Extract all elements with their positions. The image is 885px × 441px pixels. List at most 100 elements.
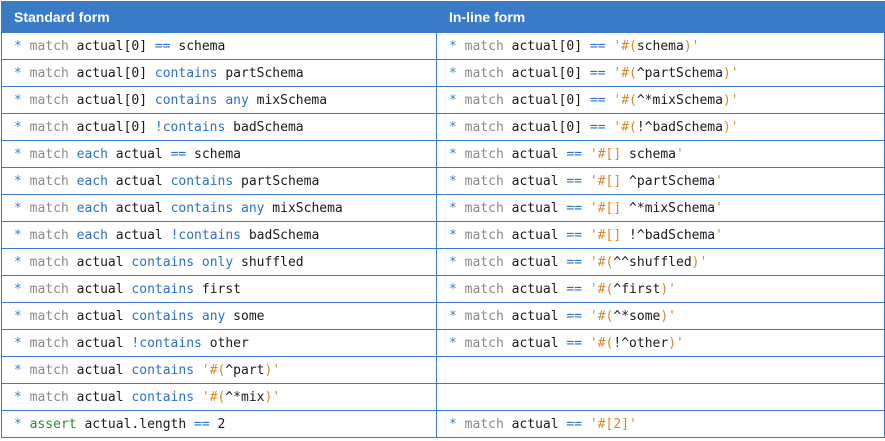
standard-form-cell: * match actual !contains other — [1, 329, 437, 357]
code-token — [69, 201, 77, 216]
keyword-token: match — [29, 362, 69, 378]
bullet-marker: * — [449, 173, 465, 189]
code-token: actual — [503, 200, 567, 216]
string-token: )' — [660, 308, 677, 324]
keyword-token: match — [29, 92, 69, 108]
string-token: '#( — [201, 389, 226, 405]
keyword-token: match — [29, 119, 69, 135]
keyword-token: match — [464, 254, 504, 270]
inline-form-cell: * match actual == '#[] ^partSchema' — [436, 167, 885, 195]
code-token: mixSchema — [264, 200, 343, 216]
table-row: * assert actual.length == 2* match actua… — [1, 410, 885, 438]
string-token: '#( — [613, 119, 637, 135]
code-token: ^*mixSchema — [636, 92, 723, 108]
table-row: * match actual !contains other* match ac… — [1, 329, 885, 357]
table-row: * match actual contains '#(^part)' — [1, 356, 885, 384]
operator-token: == — [170, 146, 187, 162]
string-token: '#[2]' — [589, 416, 637, 432]
keyword-token: match — [464, 92, 504, 108]
code-token: mixSchema — [248, 92, 328, 108]
standard-form-cell: * match actual contains only shuffled — [1, 248, 437, 276]
bullet-marker: * — [449, 200, 465, 216]
code-token: actual — [503, 308, 567, 324]
string-token: '#( — [589, 254, 614, 270]
operator-token: contains — [131, 389, 195, 405]
bullet-marker: * — [449, 38, 465, 54]
table-row: * match each actual contains partSchema*… — [1, 167, 885, 195]
code-token: actual[0] — [68, 38, 155, 54]
code-token: actual — [68, 362, 132, 378]
code-token: shuffled — [233, 254, 304, 270]
keyword-token: match — [29, 254, 69, 270]
keyword-token: match — [29, 173, 69, 189]
operator-token: == — [566, 335, 583, 351]
code-token — [582, 309, 590, 324]
code-token — [582, 417, 590, 432]
operator-token: each — [76, 200, 108, 216]
operator-token: == — [566, 308, 583, 324]
operator-token: contains only — [131, 254, 234, 270]
table-row: * match actual[0] contains any mixSchema… — [1, 86, 885, 114]
string-token: )' — [722, 119, 739, 135]
keyword-token: assert — [29, 416, 77, 432]
operator-token: == — [566, 200, 583, 216]
code-token: actual — [503, 146, 567, 162]
keyword-token: match — [29, 281, 69, 297]
string-token: )' — [722, 65, 739, 81]
code-token: actual — [503, 335, 567, 351]
standard-form-cell: * match each actual == schema — [1, 140, 437, 168]
keyword-token: match — [464, 308, 504, 324]
code-token — [582, 147, 590, 162]
operator-token: contains any — [131, 308, 226, 324]
inline-form-cell: * match actual == '#(^*some)' — [436, 302, 885, 330]
string-token: )' — [660, 281, 677, 297]
inline-form-cell: * match actual == '#(^^shuffled)' — [436, 248, 885, 276]
operator-token: each — [76, 227, 108, 243]
code-token: schema — [186, 146, 242, 162]
code-token: actual — [68, 281, 132, 297]
bullet-marker: * — [449, 281, 465, 297]
bullet-marker: * — [14, 389, 30, 405]
operator-token: == — [589, 38, 606, 54]
code-token: actual — [107, 200, 171, 216]
standard-form-cell: * match actual contains first — [1, 275, 437, 303]
code-token: partSchema — [217, 65, 304, 81]
string-token: )' — [668, 335, 684, 351]
bullet-marker: * — [14, 362, 30, 378]
code-token — [582, 228, 590, 243]
bullet-marker: * — [449, 254, 465, 270]
code-token: actual[0] — [68, 92, 155, 108]
code-token: actual — [503, 281, 567, 297]
operator-token: contains any — [154, 92, 249, 108]
code-token: actual — [68, 335, 132, 351]
string-token: '#[] — [589, 173, 622, 189]
code-token: actual — [107, 173, 171, 189]
string-token: )' — [691, 254, 708, 270]
string-token: )' — [264, 362, 281, 378]
code-token: ^^shuffled — [613, 254, 692, 270]
code-token: some — [225, 308, 265, 324]
keyword-token: match — [464, 65, 504, 81]
operator-token: each — [76, 173, 108, 189]
standard-form-cell: * match actual[0] !contains badSchema — [1, 113, 437, 141]
string-token: )' — [683, 38, 700, 54]
code-token: actual[0] — [68, 65, 155, 81]
keyword-token: match — [464, 335, 504, 351]
inline-form-cell: * match actual[0] == '#(schema)' — [436, 32, 885, 60]
column-header-standard-form: Standard form — [1, 1, 437, 33]
keyword-token: match — [464, 38, 504, 54]
table-header-row: Standard form In-line form — [1, 1, 885, 33]
code-token: actual — [68, 389, 132, 405]
code-token: actual[0] — [503, 119, 590, 135]
string-token: '#( — [589, 281, 614, 297]
code-token: ^*some — [613, 308, 661, 324]
operator-token: each — [76, 146, 108, 162]
bullet-marker: * — [14, 173, 30, 189]
code-token: schema — [621, 146, 677, 162]
bullet-marker: * — [449, 416, 465, 432]
keyword-token: match — [29, 200, 69, 216]
inline-form-cell — [436, 383, 885, 411]
standard-form-cell: * match actual contains '#(^part)' — [1, 356, 437, 384]
operator-token: == — [566, 254, 583, 270]
